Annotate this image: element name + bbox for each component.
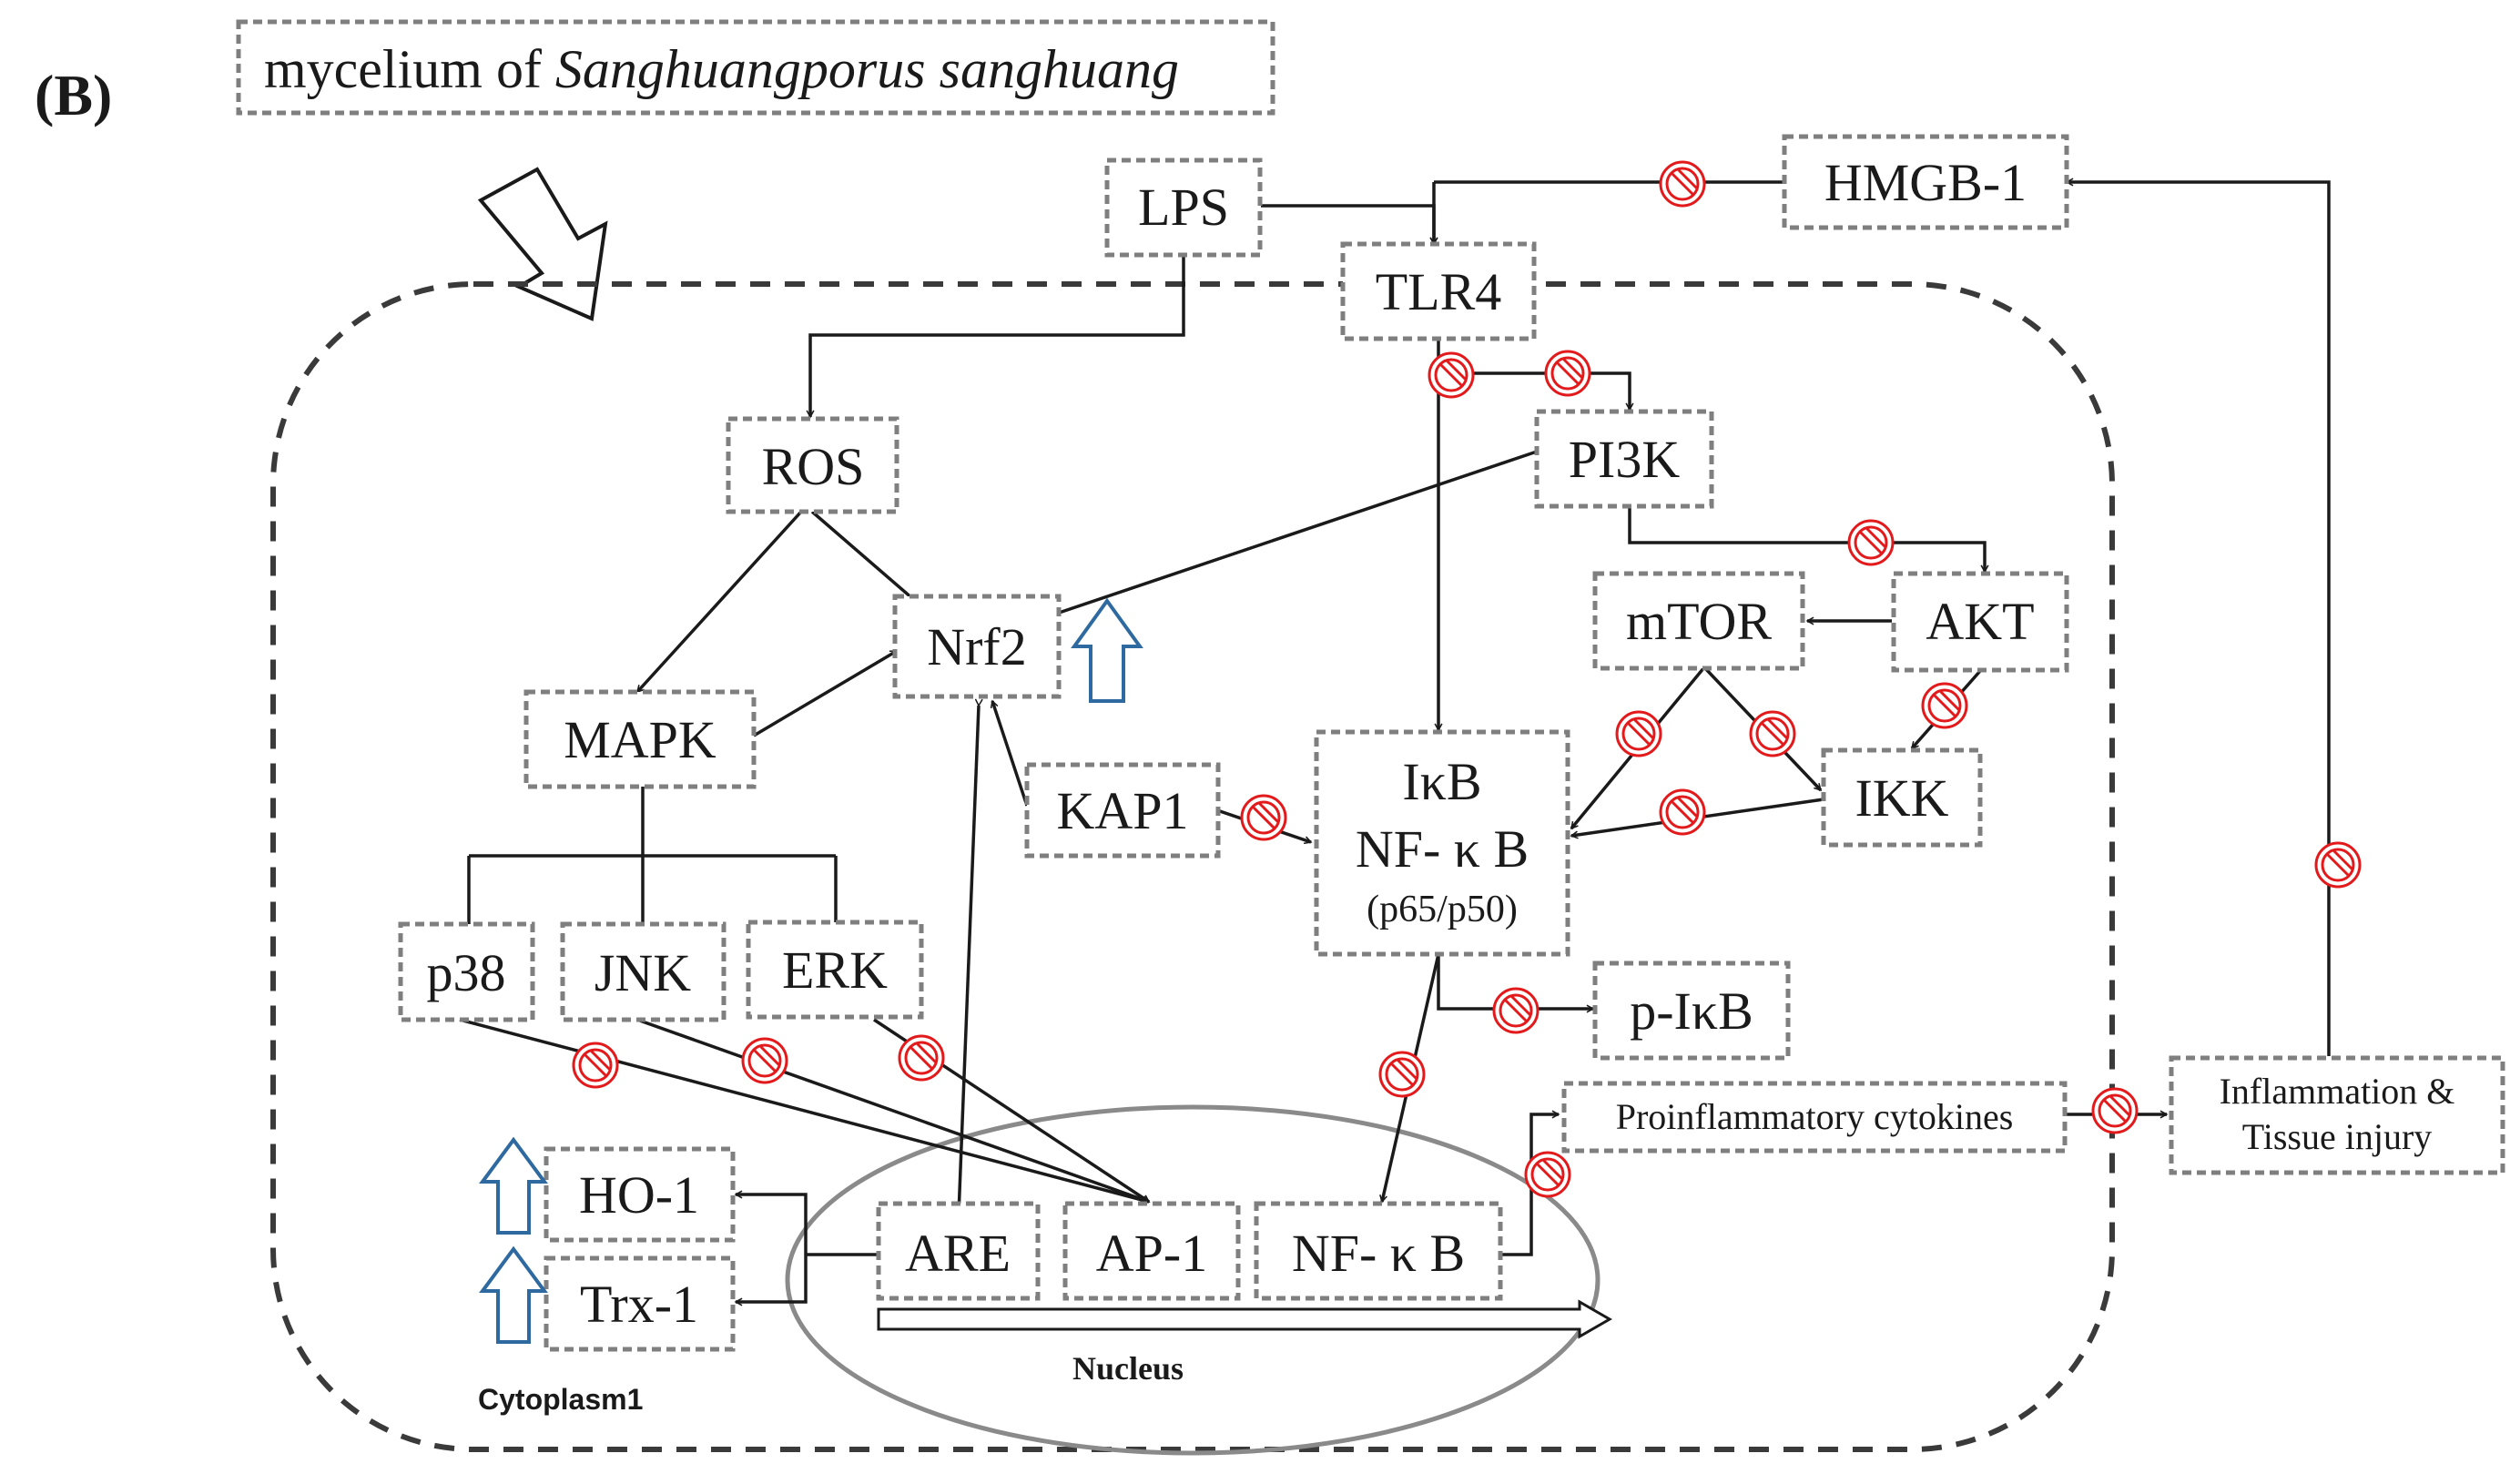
ap1-label: AP-1 bbox=[1096, 1224, 1207, 1283]
are-label: ARE bbox=[905, 1224, 1011, 1283]
inhibition-icon bbox=[898, 1034, 945, 1082]
node-ikb-nfkb: IκB NF- κ B (p65/p50) bbox=[1314, 729, 1570, 957]
inhibition-icon bbox=[1544, 350, 1591, 397]
node-mtor: mTOR bbox=[1592, 571, 1805, 671]
node-ros: ROS bbox=[726, 416, 899, 514]
node-ikk: IKK bbox=[1821, 747, 1983, 848]
nrf2-upregulation-arrow bbox=[1071, 597, 1143, 703]
nrf2-label: Nrf2 bbox=[927, 617, 1027, 676]
ho1-upregulation-arrow bbox=[479, 1136, 548, 1235]
tissue-injury-label: Tissue injury bbox=[2242, 1116, 2433, 1157]
node-lps: LPS bbox=[1104, 158, 1263, 258]
nucleus-label: Nucleus bbox=[1072, 1350, 1184, 1387]
lps-label: LPS bbox=[1138, 178, 1229, 237]
node-hmgb1: HMGB-1 bbox=[1782, 134, 2069, 230]
p65-p50-label: (p65/p50) bbox=[1367, 889, 1518, 930]
inhibition-icon bbox=[572, 1042, 619, 1089]
mapk-label: MAPK bbox=[564, 710, 716, 769]
nfkb-nucleus-label: NF- κ B bbox=[1292, 1224, 1465, 1283]
inhibition-icon bbox=[2314, 841, 2362, 889]
inhibition-icon bbox=[1847, 519, 1895, 566]
node-nfkb-nucleus: NF- κ B bbox=[1254, 1201, 1503, 1301]
kap1-label: KAP1 bbox=[1056, 781, 1188, 840]
node-pi3k: PI3K bbox=[1534, 409, 1714, 509]
node-ap1: AP-1 bbox=[1062, 1201, 1241, 1301]
ikk-label: IKK bbox=[1855, 768, 1948, 828]
ho1-label: HO-1 bbox=[579, 1165, 699, 1225]
node-p38: p38 bbox=[398, 921, 535, 1022]
node-proinflammatory-cytokines: Proinflammatory cytokines bbox=[1561, 1081, 2068, 1154]
node-erk: ERK bbox=[746, 920, 924, 1020]
nucleus-ellipse bbox=[785, 1104, 1601, 1456]
inhibition-icon bbox=[1749, 710, 1796, 757]
inhibition-icon bbox=[1428, 351, 1475, 399]
ikb-label: IκB bbox=[1402, 752, 1481, 811]
erk-label: ERK bbox=[782, 940, 888, 1000]
node-trx1: Trx-1 bbox=[544, 1255, 736, 1352]
node-ho1: HO-1 bbox=[544, 1146, 736, 1243]
inhibition-icon bbox=[2091, 1087, 2139, 1134]
mtor-label: mTOR bbox=[1626, 592, 1772, 651]
figure-label: (B) bbox=[35, 63, 112, 127]
inhibition-icon bbox=[1378, 1051, 1426, 1098]
source-species: Sanghuangporus sanghuang bbox=[555, 39, 1179, 99]
p38-label: p38 bbox=[427, 943, 506, 1002]
treatment-entry-arrow bbox=[477, 167, 608, 321]
node-inflammation-tissue-injury: Inflammation & Tissue injury bbox=[2169, 1055, 2505, 1175]
nfkb-label: NF- κ B bbox=[1356, 819, 1529, 879]
node-mapk: MAPK bbox=[523, 689, 757, 789]
proinflammatory-label: Proinflammatory cytokines bbox=[1616, 1096, 2014, 1137]
inhibition-icon bbox=[1659, 160, 1706, 208]
trx1-label: Trx-1 bbox=[580, 1275, 698, 1334]
inhibition-icon bbox=[1921, 682, 1968, 729]
inhibition-icon bbox=[741, 1037, 788, 1084]
source-prefix: mycelium of bbox=[264, 39, 555, 99]
node-p-ikb: p-IκB bbox=[1592, 961, 1791, 1061]
tlr4-label: TLR4 bbox=[1376, 262, 1502, 321]
node-kap1: KAP1 bbox=[1024, 762, 1221, 859]
cytoplasm-label: Cytoplasm1 bbox=[478, 1383, 643, 1416]
inhibition-icon bbox=[1524, 1151, 1571, 1198]
node-jnk: JNK bbox=[560, 921, 727, 1022]
node-akt: AKT bbox=[1891, 571, 2069, 673]
inhibition-icon bbox=[1615, 710, 1662, 757]
inflammation-label: Inflammation & bbox=[2220, 1071, 2455, 1112]
akt-label: AKT bbox=[1926, 592, 2034, 651]
source-box: mycelium of Sanghuangporus sanghuang bbox=[236, 19, 1275, 116]
inhibition-icon bbox=[1659, 788, 1706, 836]
node-nrf2: Nrf2 bbox=[892, 594, 1062, 699]
svg-text:mycelium of Sanghuangporus san: mycelium of Sanghuangporus sanghuang bbox=[264, 39, 1179, 99]
hmgb1-label: HMGB-1 bbox=[1824, 153, 2027, 212]
inhibition-icon bbox=[1492, 987, 1540, 1034]
node-are: ARE bbox=[876, 1201, 1041, 1301]
node-tlr4: TLR4 bbox=[1340, 241, 1537, 341]
inhibition-icon bbox=[1240, 794, 1287, 841]
nucleus-transport-arrow bbox=[877, 1299, 1613, 1339]
jnk-label: JNK bbox=[594, 943, 691, 1002]
p-ikb-label: p-IκB bbox=[1630, 981, 1753, 1041]
ros-label: ROS bbox=[762, 437, 865, 496]
trx1-upregulation-arrow bbox=[479, 1245, 548, 1344]
pi3k-label: PI3K bbox=[1569, 430, 1681, 489]
